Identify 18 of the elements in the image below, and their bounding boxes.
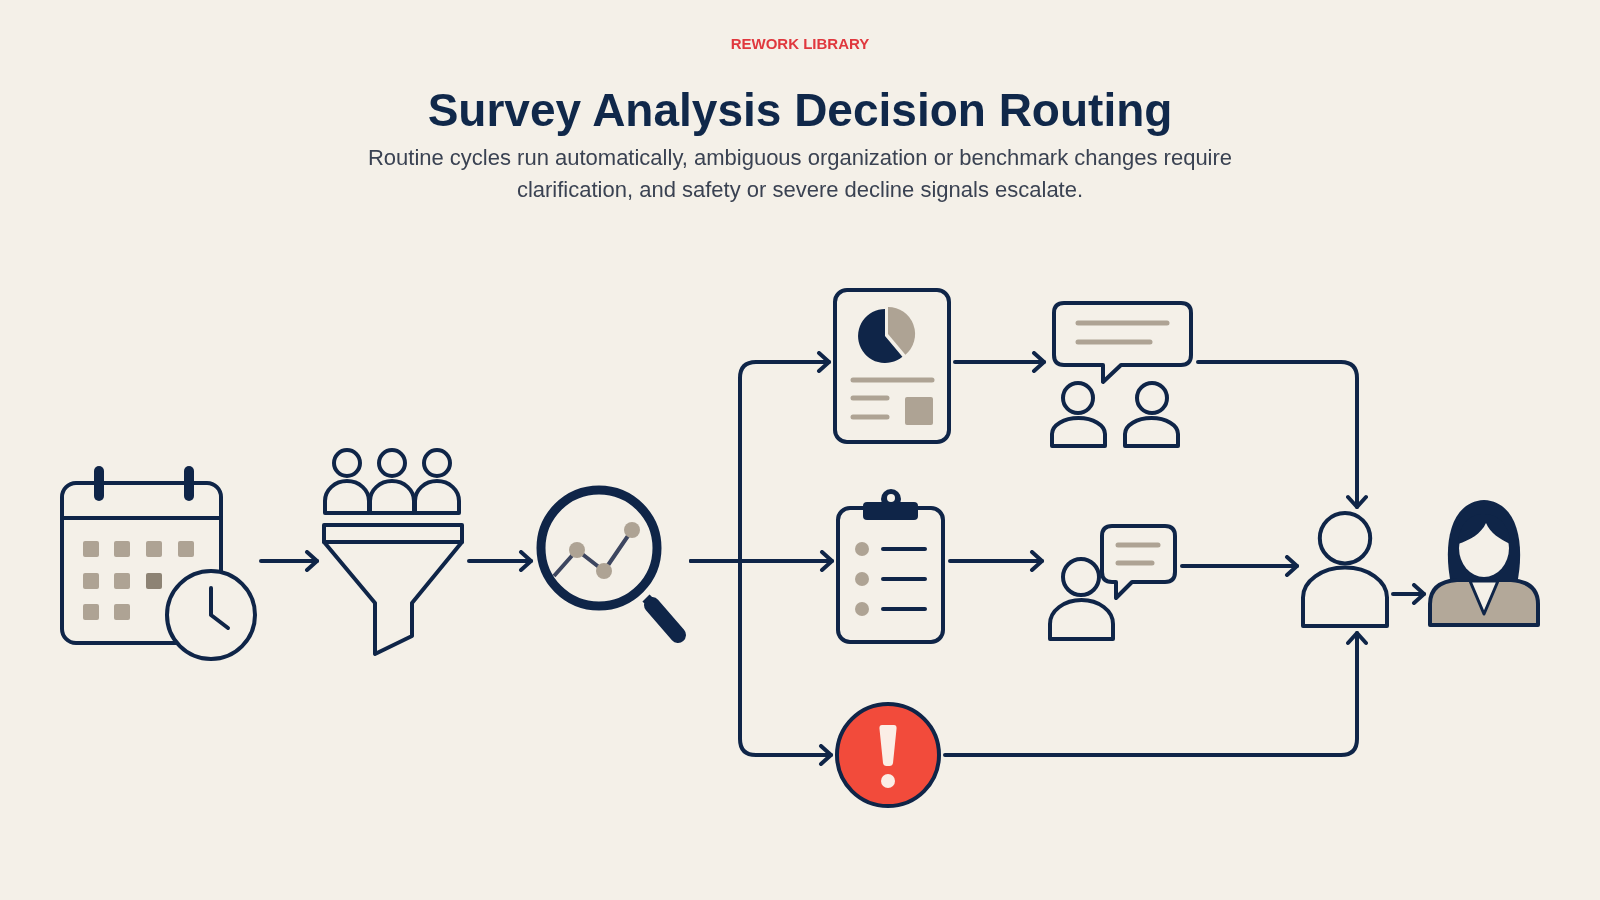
alert-icon	[834, 701, 942, 809]
arrow	[943, 631, 1368, 757]
people-funnel-icon	[320, 445, 466, 659]
arrow	[948, 550, 1044, 572]
report-document-icon	[832, 287, 952, 445]
arrow	[259, 550, 319, 572]
eyebrow-label: REWORK LIBRARY	[730, 34, 870, 54]
arrow	[1196, 360, 1368, 509]
clipboard-checklist-icon	[835, 486, 947, 646]
person-icon	[1300, 510, 1390, 630]
arrow	[467, 550, 533, 572]
arrow	[689, 559, 833, 766]
arrow	[1391, 583, 1426, 605]
chat-people-icon	[1047, 300, 1195, 450]
arrow	[953, 351, 1046, 373]
arrow	[1180, 555, 1299, 577]
subtitle: Routine cycles run automatically, ambiguous organization or benchmark changes require clarification, and safety or severe decline signals escalate.	[366, 144, 1234, 204]
title: Survey Analysis Decision Routing	[427, 83, 1173, 137]
